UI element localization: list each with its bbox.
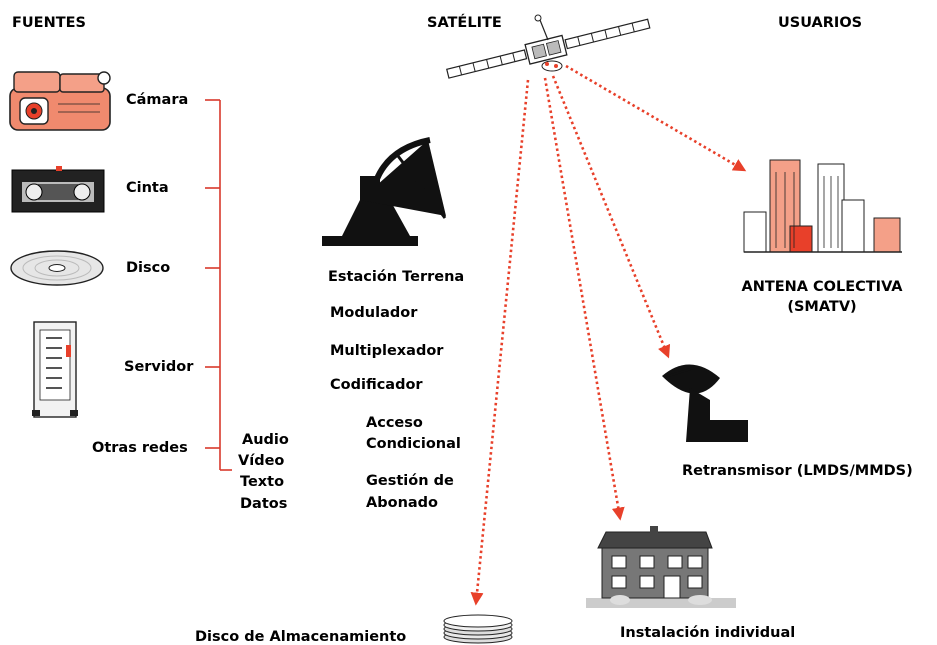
satellite-icon <box>446 14 651 79</box>
arrow-to-storage <box>470 79 530 606</box>
data-type-data: Datos <box>240 496 288 512</box>
data-type-video: Vídeo <box>238 453 285 469</box>
source-label-server: Servidor <box>124 359 194 375</box>
station-subitem-management: Gestión de <box>366 473 454 489</box>
storage-disks-icon <box>443 614 513 644</box>
source-label-disc: Disco <box>126 260 171 276</box>
station-item-earth-station: Estación Terrena <box>328 269 465 285</box>
disc-icon <box>10 250 104 286</box>
home-label: Instalación individual <box>620 625 796 641</box>
vhs-tape-icon <box>11 166 105 213</box>
users-header: USUARIOS <box>778 15 863 31</box>
station-subitem-access: Acceso <box>366 415 423 431</box>
storage-label: Disco de Almacenamiento <box>195 629 407 645</box>
source-bracket <box>205 99 232 471</box>
station-subitem-subscriber: Abonado <box>366 495 439 511</box>
source-label-camera: Cámara <box>126 92 189 108</box>
city-buildings-icon <box>743 159 902 253</box>
smatv-label-line2: (SMATV) <box>787 299 857 315</box>
data-type-audio: Audio <box>242 432 289 448</box>
station-item-multiplexer: Multiplexador <box>330 343 444 359</box>
data-type-text: Texto <box>240 474 285 490</box>
source-label-tape: Cinta <box>126 180 169 196</box>
relay-label: Retransmisor (LMDS/MMDS) <box>682 463 913 479</box>
source-label-other-networks: Otras redes <box>92 440 188 456</box>
station-subitem-conditional: Condicional <box>366 436 461 452</box>
station-item-encoder: Codificador <box>330 377 423 393</box>
satellite-header: SATÉLITE <box>427 15 502 31</box>
arrow-to-relay <box>551 75 671 359</box>
camera-icon <box>9 71 111 131</box>
house-icon <box>586 526 736 608</box>
arrow-to-home <box>543 77 625 521</box>
relay-dish-icon <box>662 364 748 442</box>
station-item-modulator: Modulador <box>330 305 418 321</box>
sources-header: FUENTES <box>12 15 86 31</box>
arrow-to-smatv <box>565 64 747 172</box>
smatv-label-line1: ANTENA COLECTIVA <box>741 279 903 295</box>
server-icon <box>32 321 78 418</box>
earth-station-dish-icon <box>322 137 447 246</box>
